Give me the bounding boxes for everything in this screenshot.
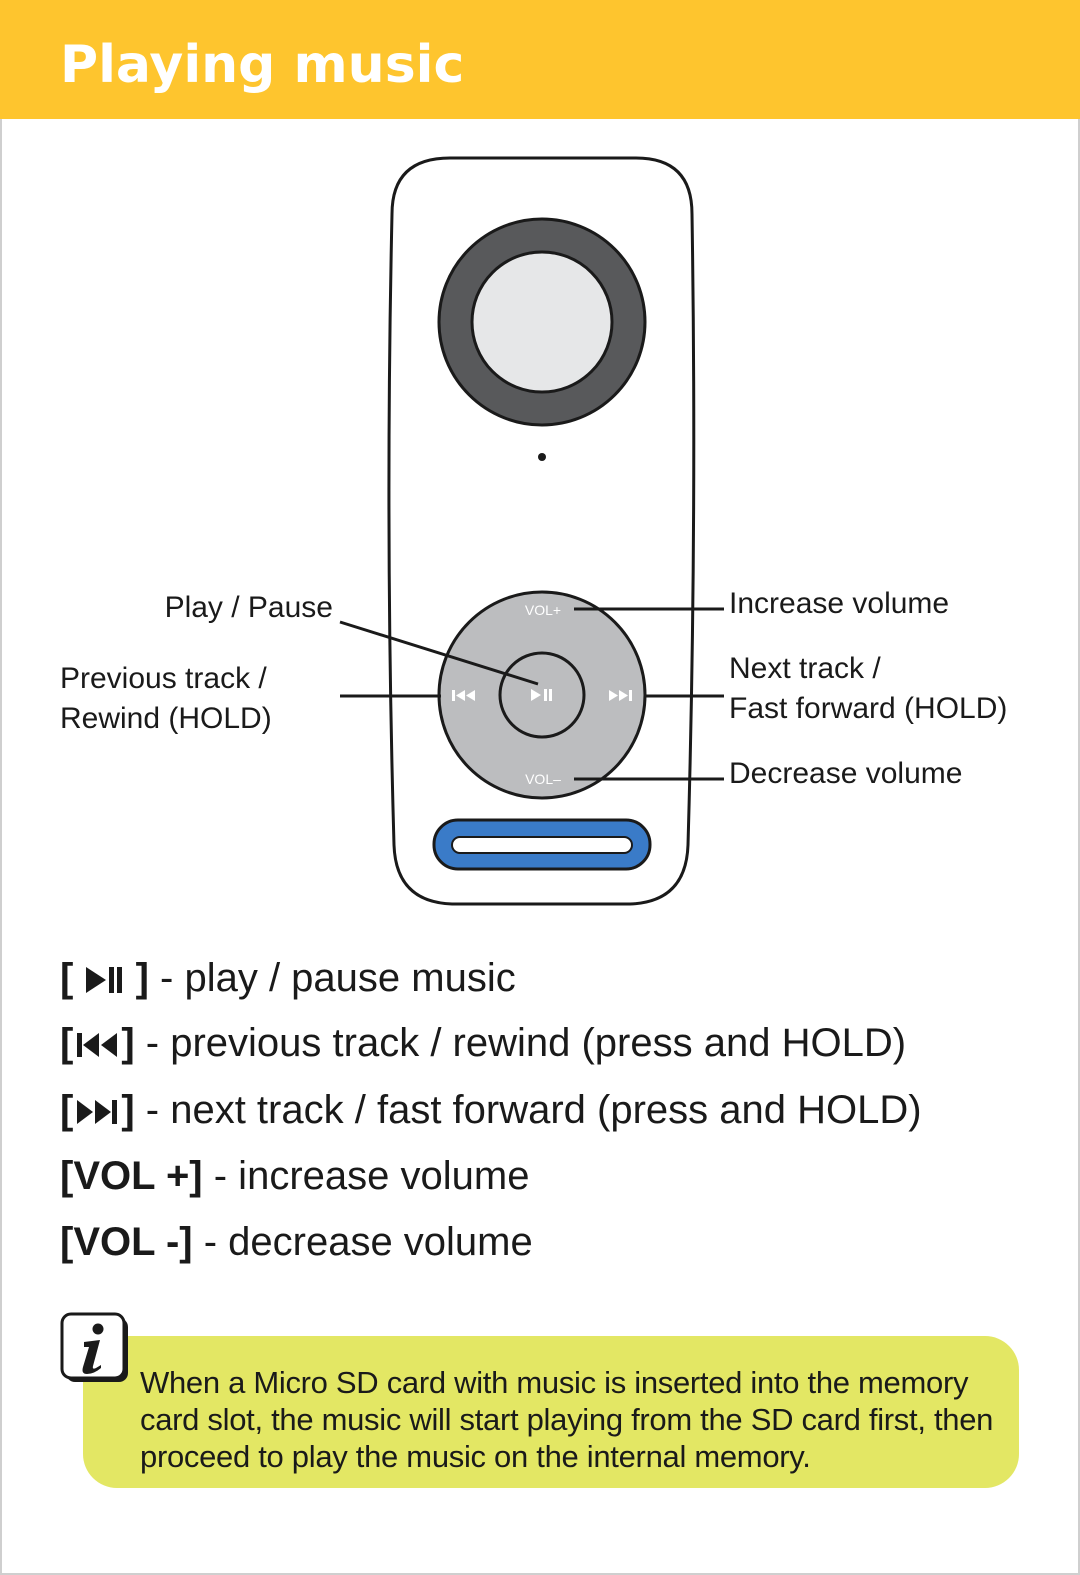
legend-row-vol-up: [VOL +] - increase volume	[60, 1151, 529, 1201]
callout-next-line2: Fast forward (HOLD)	[729, 692, 1008, 725]
legend-row-next: [] - next track / fast forward (press an…	[60, 1085, 922, 1135]
wheel-next-icon[interactable]	[609, 690, 632, 701]
wheel-vol-up-label[interactable]: VOL+	[525, 602, 561, 618]
device-illustration: VOL+ VOL–	[339, 156, 724, 906]
mic-dot	[538, 453, 546, 461]
wheel-vol-down-label[interactable]: VOL–	[525, 771, 561, 787]
legend-key: [ ]	[60, 956, 149, 1000]
speaker-center	[470, 250, 614, 394]
legend-description: - play / pause music	[160, 956, 516, 1000]
legend-description: - decrease volume	[203, 1220, 533, 1264]
next-track-icon	[77, 1100, 118, 1124]
legend-key: [VOL -]	[60, 1220, 193, 1264]
info-note: When a Micro SD card with music is inser…	[83, 1336, 1019, 1488]
legend-row-vol-down: [VOL -] - decrease volume	[60, 1217, 533, 1267]
legend-key: [VOL +]	[60, 1154, 203, 1198]
legend-row-play-pause: [ ] - play / pause music	[60, 953, 516, 1003]
play-pause-button[interactable]	[498, 651, 586, 739]
leader-play-pause	[339, 620, 539, 686]
legend-description: - previous track / rewind (press and HOL…	[145, 1021, 907, 1065]
wheel-play-pause-icon	[531, 689, 552, 701]
callout-next-line1: Next track /	[729, 652, 881, 685]
legend-row-previous: [] - previous track / rewind (press and …	[60, 1018, 906, 1068]
callout-previous-line2: Rewind (HOLD)	[60, 702, 272, 735]
callout-play-pause: Play / Pause	[164, 591, 333, 624]
header-bar: Playing music	[0, 0, 1080, 119]
card-slot-inner	[451, 836, 633, 854]
legend-key: []	[60, 1088, 135, 1132]
callout-increase-volume: Increase volume	[729, 587, 950, 620]
wheel-previous-icon[interactable]	[452, 690, 475, 701]
previous-track-icon	[77, 1033, 118, 1057]
info-note-text: When a Micro SD card with music is inser…	[140, 1365, 994, 1474]
legend-key: []	[60, 1021, 135, 1065]
callout-previous-line1: Previous track /	[60, 662, 267, 695]
info-icon	[60, 1312, 128, 1382]
legend-description: - next track / fast forward (press and H…	[145, 1088, 922, 1132]
play-pause-icon	[86, 967, 123, 993]
legend-description: - increase volume	[213, 1154, 530, 1198]
callout-decrease-volume: Decrease volume	[729, 757, 963, 790]
page-title: Playing music	[60, 35, 465, 95]
